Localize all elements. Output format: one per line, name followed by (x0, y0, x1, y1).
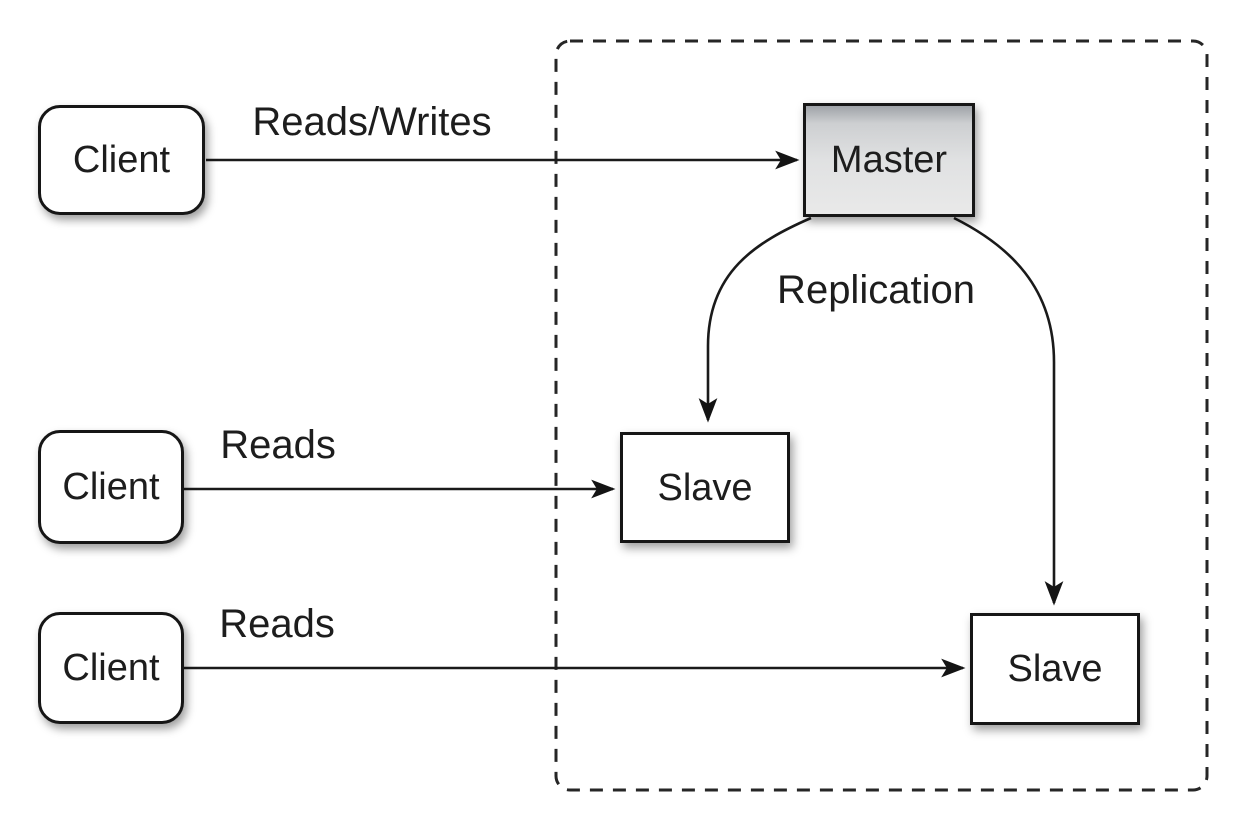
edge-label-reads-1: Reads (220, 423, 336, 467)
node-slave-1: Slave (620, 432, 790, 543)
arrow-master-to-slave2 (953, 216, 1064, 606)
edge-label-reads-2: Reads (219, 602, 335, 646)
cluster-boundary (554, 39, 1209, 792)
node-client-1-label: Client (72, 139, 171, 181)
node-client-2-label: Client (62, 466, 160, 508)
edge-label-reads-writes: Reads/Writes (252, 100, 492, 144)
node-client-3-label: Client (62, 647, 160, 689)
node-master: Master (803, 103, 975, 217)
node-slave-2-label: Slave (1007, 648, 1103, 690)
node-slave-2: Slave (970, 613, 1140, 725)
node-client-2: Client (38, 430, 184, 544)
node-client-1: Client (38, 105, 205, 215)
edge-label-replication: Replication (777, 268, 975, 312)
node-master-label: Master (830, 139, 948, 181)
arrow-master-to-slave1 (698, 216, 812, 423)
node-client-3: Client (38, 612, 184, 724)
node-slave-1-label: Slave (657, 466, 753, 509)
